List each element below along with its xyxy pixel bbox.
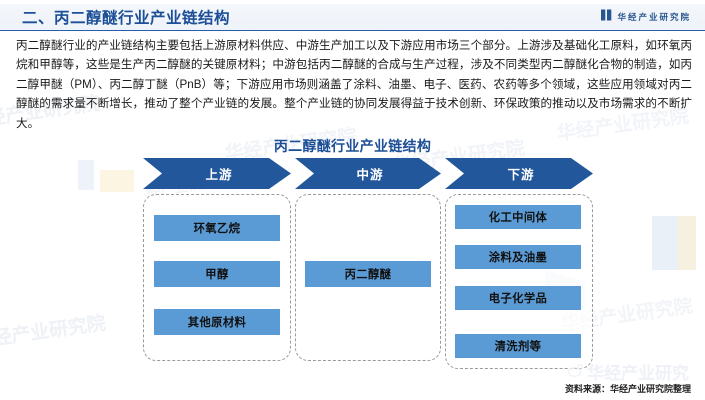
node-item: 甲醇 <box>154 261 280 287</box>
stage-chevron-midstream: 中游 <box>295 158 441 189</box>
weibo-watermark-text: 华经产业研究 <box>587 364 689 383</box>
node-item: 环氧乙烷 <box>154 215 280 241</box>
stage-label: 上游 <box>205 168 233 182</box>
figure-title: 丙二醇醚行业产业链结构 <box>273 138 432 154</box>
node-item: 清洗剂等 <box>455 334 581 358</box>
page-title: 二、丙二醇醚行业产业链结构 <box>22 10 231 27</box>
stage-chevron-downstream: 下游 <box>445 158 593 189</box>
decorative-stripe <box>652 216 678 270</box>
node-item: 化工中间体 <box>455 205 581 229</box>
section-header-bar: 二、丙二醇醚行业产业链结构 华经产业研究院 <box>0 4 705 31</box>
body-paragraph: 丙二醇醚行业的产业链结构主要包括上游原材料供应、中游生产加工以及下游应用市场三个… <box>16 39 692 130</box>
source-note: 资料来源：华经产业研究院整理 <box>564 384 691 394</box>
node-item: 电子化学品 <box>455 286 581 310</box>
brand-logo: 华经产业研究院 <box>601 8 691 26</box>
node-item: 丙二醇醚 <box>305 261 431 287</box>
brand-name: 华经产业研究院 <box>617 12 691 22</box>
stage-chevron-upstream: 上游 <box>143 158 291 189</box>
node-item: 涂料及油墨 <box>455 245 581 269</box>
stage-label: 下游 <box>507 168 535 182</box>
stage-label: 中游 <box>356 168 384 182</box>
stage-chevron-row: 上游 中游 下游 <box>0 158 705 190</box>
node-item: 其他原材料 <box>154 309 280 335</box>
decorative-stripe <box>678 216 696 270</box>
watermark-text: 经产业研究院 <box>0 313 108 350</box>
book-logo-icon <box>601 8 612 26</box>
